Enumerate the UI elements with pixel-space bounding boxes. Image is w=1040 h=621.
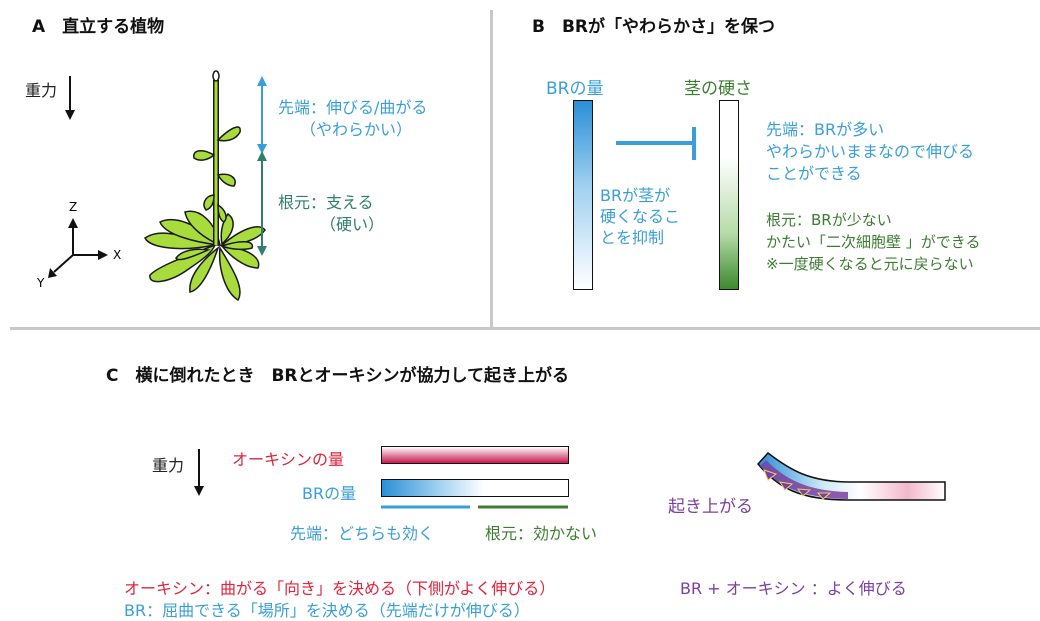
axis-x-label: X (113, 248, 122, 262)
auxin-amount-label: オーキシンの量 (232, 450, 345, 469)
c-br-bar (381, 479, 569, 497)
c-br-amount-label: BRの量 (302, 484, 357, 503)
b-tip-line3: ことができる (766, 164, 862, 183)
b-tip-line1: 先端：BRが多い (766, 120, 885, 139)
b-base-line3: ※一度硬くなると元に戻らない (766, 255, 974, 273)
axis-y-label: Y (37, 276, 45, 290)
rise-label: 起き上がる (668, 497, 753, 517)
c-gravity-label: 重力 (152, 456, 185, 475)
panel-b-title: B BRが「やわらかさ」を保つ (532, 17, 776, 37)
horizontal-divider (10, 327, 1040, 330)
a-base-line2: （硬い） (320, 215, 385, 234)
inhibit-line1: BRが茎が (600, 186, 671, 205)
b-tip-line2: やわらかいままなので伸びる (766, 142, 975, 161)
note-combo: BR + オーキシン ：よく伸びる (680, 579, 907, 598)
b-base-line1: 根元：BRが少ない (766, 211, 892, 229)
a-base-line1: 根元：支える (278, 193, 374, 212)
note-br: BR：屈曲できる「場所」を決める（先端だけが伸びる） (124, 601, 530, 620)
gravity-label: 重力 (25, 81, 58, 100)
a-tip-line1: 先端：伸びる/曲がる (278, 98, 428, 117)
c-tip-label: 先端：どちらも効く (290, 524, 435, 543)
panel-a-title: A 直立する植物 (32, 17, 165, 37)
note-auxin: オーキシン：曲がる「向き」を決める（下側がよく伸びる） (124, 579, 556, 598)
inhibit-line2: 硬くなるこ (600, 207, 681, 226)
auxin-bar (381, 446, 569, 464)
c-base-label: 根元：効かない (485, 524, 598, 543)
br-amount-label: BRの量 (546, 79, 604, 99)
stem-hardness-label: 茎の硬さ (684, 79, 752, 99)
hardness-gradient-bar (719, 100, 739, 290)
a-tip-line2: （やわらかい） (300, 120, 413, 139)
inhibit-line3: とを抑制 (600, 228, 665, 247)
vertical-divider (490, 10, 493, 328)
br-gradient-bar (573, 100, 593, 290)
b-base-line2: かたい「二次細胞壁 」ができる (766, 233, 981, 251)
axis-z-label: Z (69, 200, 78, 214)
panel-c-title: C 横に倒れたとき BRとオーキシンが協力して起き上がる (106, 366, 570, 386)
